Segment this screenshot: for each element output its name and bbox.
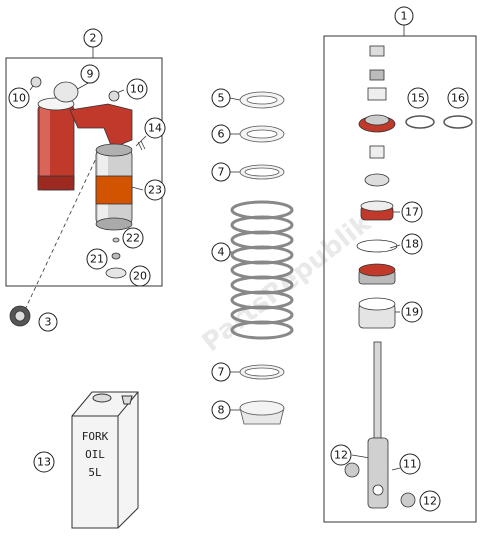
callout-7b: 7 bbox=[211, 362, 231, 382]
callout-9: 9 bbox=[80, 64, 100, 84]
svg-text:22: 22 bbox=[126, 232, 140, 245]
svg-text:7: 7 bbox=[218, 366, 225, 379]
svg-text:10: 10 bbox=[12, 92, 26, 105]
callout-16: 16 bbox=[447, 87, 469, 109]
callout-13: 13 bbox=[33, 451, 55, 473]
callout-6: 6 bbox=[211, 124, 231, 144]
callout-10a: 10 bbox=[8, 87, 30, 109]
svg-text:15: 15 bbox=[411, 92, 425, 105]
callout-23: 23 bbox=[144, 179, 166, 201]
callout-12b: 12 bbox=[419, 490, 441, 512]
svg-text:7: 7 bbox=[218, 166, 225, 179]
svg-text:12: 12 bbox=[423, 495, 437, 508]
svg-text:21: 21 bbox=[90, 253, 104, 266]
svg-text:18: 18 bbox=[405, 238, 419, 251]
shock-absorber bbox=[30, 76, 146, 279]
callout-12a: 12 bbox=[330, 444, 352, 466]
svg-text:6: 6 bbox=[218, 128, 225, 141]
oil-can-label-line-1: FORK bbox=[82, 430, 109, 443]
callout-4: 4 bbox=[211, 242, 231, 262]
svg-text:8: 8 bbox=[218, 404, 225, 417]
callout-22: 22 bbox=[122, 227, 144, 249]
svg-text:20: 20 bbox=[133, 270, 147, 283]
fork-oil-can: FORK OIL 5L bbox=[71, 391, 139, 529]
fork-cartridge-frame bbox=[323, 35, 477, 523]
oil-can-label-line-3: 5L bbox=[88, 466, 102, 479]
svg-text:5: 5 bbox=[218, 92, 225, 105]
o-ring-16 bbox=[443, 115, 473, 129]
bushing-10a bbox=[30, 76, 42, 88]
callout-10b: 10 bbox=[126, 78, 148, 100]
oil-can-label-line-2: OIL bbox=[85, 448, 105, 461]
callout-7a: 7 bbox=[211, 162, 231, 182]
svg-text:2: 2 bbox=[90, 32, 97, 45]
callout-21: 21 bbox=[86, 248, 108, 270]
svg-text:19: 19 bbox=[405, 306, 419, 319]
callout-19: 19 bbox=[401, 301, 423, 323]
svg-text:16: 16 bbox=[451, 92, 465, 105]
shock-assembly-frame bbox=[5, 57, 163, 287]
svg-text:9: 9 bbox=[87, 68, 94, 81]
svg-text:23: 23 bbox=[148, 184, 162, 197]
svg-text:1: 1 bbox=[401, 10, 408, 23]
o-ring-15 bbox=[405, 115, 435, 129]
svg-text:3: 3 bbox=[45, 316, 52, 329]
coil-spring bbox=[230, 200, 294, 340]
callout-1: 1 bbox=[394, 6, 414, 26]
spring-stack bbox=[239, 91, 285, 425]
callout-2: 2 bbox=[83, 28, 103, 48]
callout-17: 17 bbox=[401, 201, 423, 223]
callout-3: 3 bbox=[38, 312, 58, 332]
svg-text:14: 14 bbox=[148, 122, 162, 135]
callout-5: 5 bbox=[211, 88, 231, 108]
rubber-bushing bbox=[9, 305, 31, 327]
callout-20: 20 bbox=[129, 265, 151, 287]
svg-text:10: 10 bbox=[130, 83, 144, 96]
bushing-10b bbox=[108, 90, 120, 102]
svg-text:17: 17 bbox=[405, 206, 419, 219]
svg-text:4: 4 bbox=[218, 246, 225, 259]
callout-labels: 1 2 9 10 10 14 23 22 21 20 3 5 6 7 4 7 8… bbox=[8, 6, 469, 512]
svg-text:11: 11 bbox=[403, 458, 417, 471]
fork-cartridge bbox=[344, 45, 416, 509]
callout-11: 11 bbox=[399, 453, 421, 475]
callout-18: 18 bbox=[401, 233, 423, 255]
callout-15: 15 bbox=[407, 87, 429, 109]
callout-8: 8 bbox=[211, 400, 231, 420]
callout-14: 14 bbox=[144, 117, 166, 139]
svg-text:12: 12 bbox=[334, 449, 348, 462]
svg-text:13: 13 bbox=[37, 456, 51, 469]
